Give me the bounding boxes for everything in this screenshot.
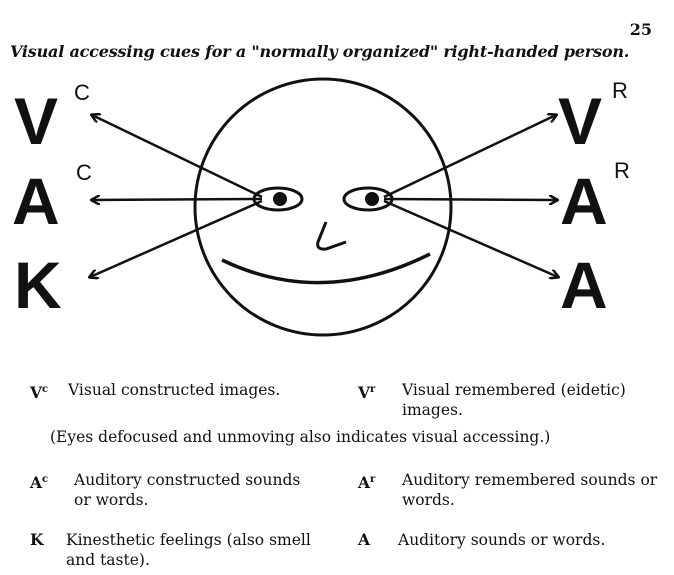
eye-accessing-diagram: V C A C K V R A R A [0,70,674,370]
face-outline [195,79,451,335]
label-ac-sup: C [76,160,92,185]
label-ar-sup: R [614,158,630,183]
legend-ac-text: Auditory constructed sounds or words. [30,470,320,510]
legend-a: A Auditory sounds or words. [358,530,658,550]
legend-vc-symbol: Vc [30,380,48,403]
defocus-note: (Eyes defocused and unmoving also indica… [50,428,550,446]
arrow-up-right [384,115,556,197]
smile [222,254,430,283]
label-a-letter: A [560,248,608,322]
label-k-letter: K [14,248,62,322]
legend-vr-text: Visual remembered (eidetic) images. [358,380,658,420]
label-vc-sup: C [74,80,90,105]
legend-a-text: Auditory sounds or words. [358,530,658,550]
figure-caption: Visual accessing cues for a "normally or… [10,42,670,61]
legend-ac-symbol: Ac [30,470,48,493]
nose [318,222,346,249]
legend-vc-text: Visual constructed images. [30,380,330,400]
legend-vr-symbol: Vr [358,380,375,403]
label-vc-letter: V [14,84,58,158]
label-ac-letter: A [12,164,60,238]
legend-ar-text: Auditory remembered sounds or words. [358,470,658,510]
legend-k: K Kinesthetic feelings (also smell and t… [30,530,320,570]
legend-k-text: Kinesthetic feelings (also smell and tas… [30,530,320,570]
label-vr-sup: R [612,78,628,103]
arrow-up-left [92,115,262,197]
legend-ar-symbol: Ar [358,470,375,493]
legend-a-symbol: A [358,530,370,550]
legend-ar: Ar Auditory remembered sounds or words. [358,470,658,510]
legend-vr: Vr Visual remembered (eidetic) images. [358,380,658,420]
arrow-left [92,199,262,200]
label-ar-letter: A [560,164,608,238]
legend-ac: Ac Auditory constructed sounds or words. [30,470,320,510]
legend-k-symbol: K [30,530,43,550]
legend-vc: Vc Visual constructed images. [30,380,330,400]
arrow-right [384,199,557,200]
label-vr-letter: V [558,84,602,158]
page-number: 25 [630,20,652,39]
arrow-down-right [384,201,558,277]
